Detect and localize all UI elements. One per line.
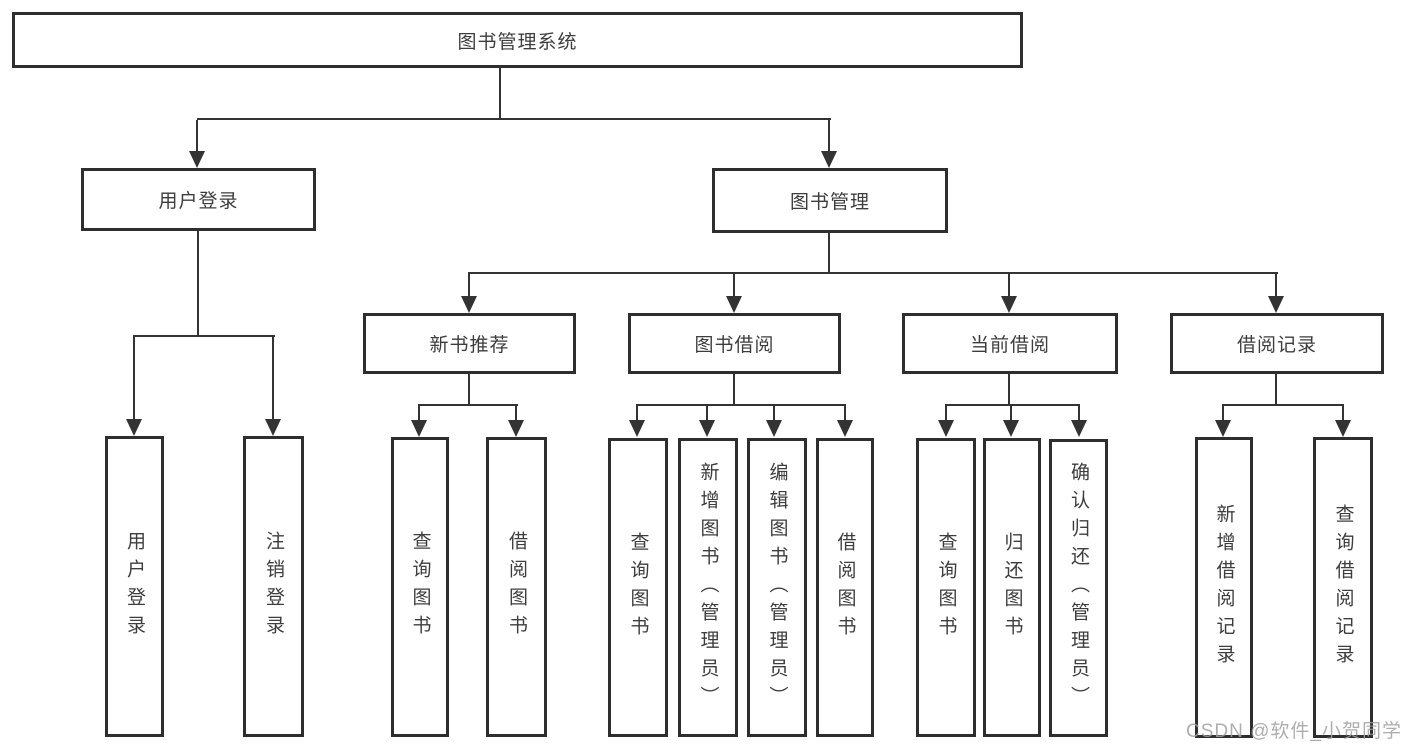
edge-line	[197, 230, 199, 336]
node-label: 借阅记录	[1236, 335, 1317, 356]
arrowhead-icon	[837, 420, 853, 437]
edge-line	[945, 406, 947, 422]
arrowhead-icon	[461, 296, 477, 313]
arrowhead-icon	[1335, 420, 1351, 437]
node-current-borrow: 当前借阅	[902, 313, 1118, 374]
arrowhead-icon	[411, 420, 427, 437]
edge-line	[197, 118, 831, 120]
arrowhead-icon	[1215, 420, 1231, 437]
edge-line	[1342, 406, 1344, 422]
leaf-query-books-1: 查询图书	[391, 437, 449, 737]
edge-line	[1010, 406, 1012, 422]
leaf-query-books-3: 查询图书	[916, 438, 976, 737]
node-label: 新书推荐	[429, 335, 510, 356]
arrowhead-icon	[508, 420, 524, 437]
edge-line	[1222, 406, 1224, 422]
leaf-confirm-return-admin: 确认归还（管理员）	[1049, 439, 1108, 737]
leaf-return-books: 归还图书	[983, 438, 1041, 737]
arrowhead-icon	[766, 420, 782, 437]
node-label: 图书管理系统	[457, 31, 578, 53]
edge-line	[828, 120, 830, 154]
arrowhead-icon	[1071, 420, 1087, 437]
node-label: 查询图书	[935, 531, 957, 644]
edge-line	[418, 404, 518, 406]
leaf-add-books-admin: 新增图书（管理员）	[678, 438, 738, 737]
arrowhead-icon	[629, 420, 645, 437]
node-label: 新增借阅记录	[1213, 503, 1235, 672]
arrowhead-icon	[189, 151, 205, 168]
node-user-login: 用户登录	[81, 168, 316, 231]
edge-line	[945, 404, 1080, 406]
edge-line	[733, 274, 735, 298]
node-book-management: 图书管理	[712, 168, 948, 233]
node-label: 图书借阅	[694, 335, 775, 356]
arrowhead-icon	[126, 419, 142, 436]
node-label: 用户登录	[124, 530, 145, 643]
edge-line	[1008, 274, 1010, 298]
leaf-user-login: 用户登录	[105, 436, 164, 737]
edge-line	[1078, 406, 1080, 422]
node-book-borrow: 图书借阅	[628, 313, 841, 374]
edge-line	[515, 406, 517, 422]
csdn-watermark: CSDN @软件_小贺同学	[1186, 721, 1402, 742]
arrowhead-icon	[938, 420, 954, 437]
edge-line	[133, 337, 135, 421]
edge-line	[1275, 373, 1277, 406]
edge-line	[844, 406, 846, 422]
arrowhead-icon	[265, 419, 281, 436]
edge-line	[733, 373, 735, 406]
node-label: 确认归还（管理员）	[1068, 462, 1089, 714]
node-label: 查询借阅记录	[1332, 503, 1354, 672]
leaf-add-borrow-record: 新增借阅记录	[1195, 437, 1253, 738]
arrowhead-icon	[699, 420, 715, 437]
edge-line	[636, 404, 846, 406]
leaf-edit-books-admin: 编辑图书（管理员）	[747, 438, 807, 737]
edge-line	[468, 373, 470, 406]
node-label: 查询图书	[409, 531, 431, 643]
node-label: 用户登录	[158, 191, 239, 212]
node-label: 查询图书	[627, 531, 649, 644]
arrowhead-icon	[1001, 296, 1017, 313]
node-label: 编辑图书（管理员）	[766, 461, 788, 714]
edge-line	[499, 66, 501, 119]
edge-line	[418, 406, 420, 422]
arrowhead-icon	[1003, 420, 1019, 437]
node-label: 图书管理	[789, 192, 870, 213]
arrowhead-icon	[821, 151, 837, 168]
edge-line	[468, 272, 1278, 274]
leaf-query-books-2: 查询图书	[608, 438, 668, 737]
leaf-borrow-books-2: 借阅图书	[816, 438, 874, 737]
edge-line	[828, 232, 830, 274]
node-new-book-recommend: 新书推荐	[363, 313, 576, 374]
edge-line	[272, 337, 274, 421]
edge-line	[1008, 373, 1010, 406]
edge-line	[636, 406, 638, 422]
arrowhead-icon	[726, 296, 742, 313]
edge-line	[468, 274, 470, 298]
edge-line	[1275, 274, 1277, 298]
arrowhead-icon	[1268, 296, 1284, 313]
node-label: 归还图书	[1001, 531, 1023, 644]
node-label: 注销登录	[263, 530, 284, 643]
node-label: 新增图书（管理员）	[697, 461, 719, 714]
edge-line	[133, 335, 275, 337]
edge-line	[1222, 404, 1344, 406]
edge-line	[196, 120, 198, 154]
leaf-logout: 注销登录	[243, 436, 304, 737]
node-label: 借阅图书	[834, 531, 856, 644]
node-label: 当前借阅	[969, 335, 1050, 356]
node-library-system: 图书管理系统	[12, 12, 1023, 68]
edge-line	[773, 406, 775, 422]
node-borrow-records: 借阅记录	[1170, 313, 1384, 374]
leaf-query-borrow-record: 查询借阅记录	[1313, 437, 1373, 738]
node-label: 借阅图书	[506, 531, 527, 643]
edge-line	[706, 406, 708, 422]
leaf-borrow-books-1: 借阅图书	[486, 437, 547, 737]
